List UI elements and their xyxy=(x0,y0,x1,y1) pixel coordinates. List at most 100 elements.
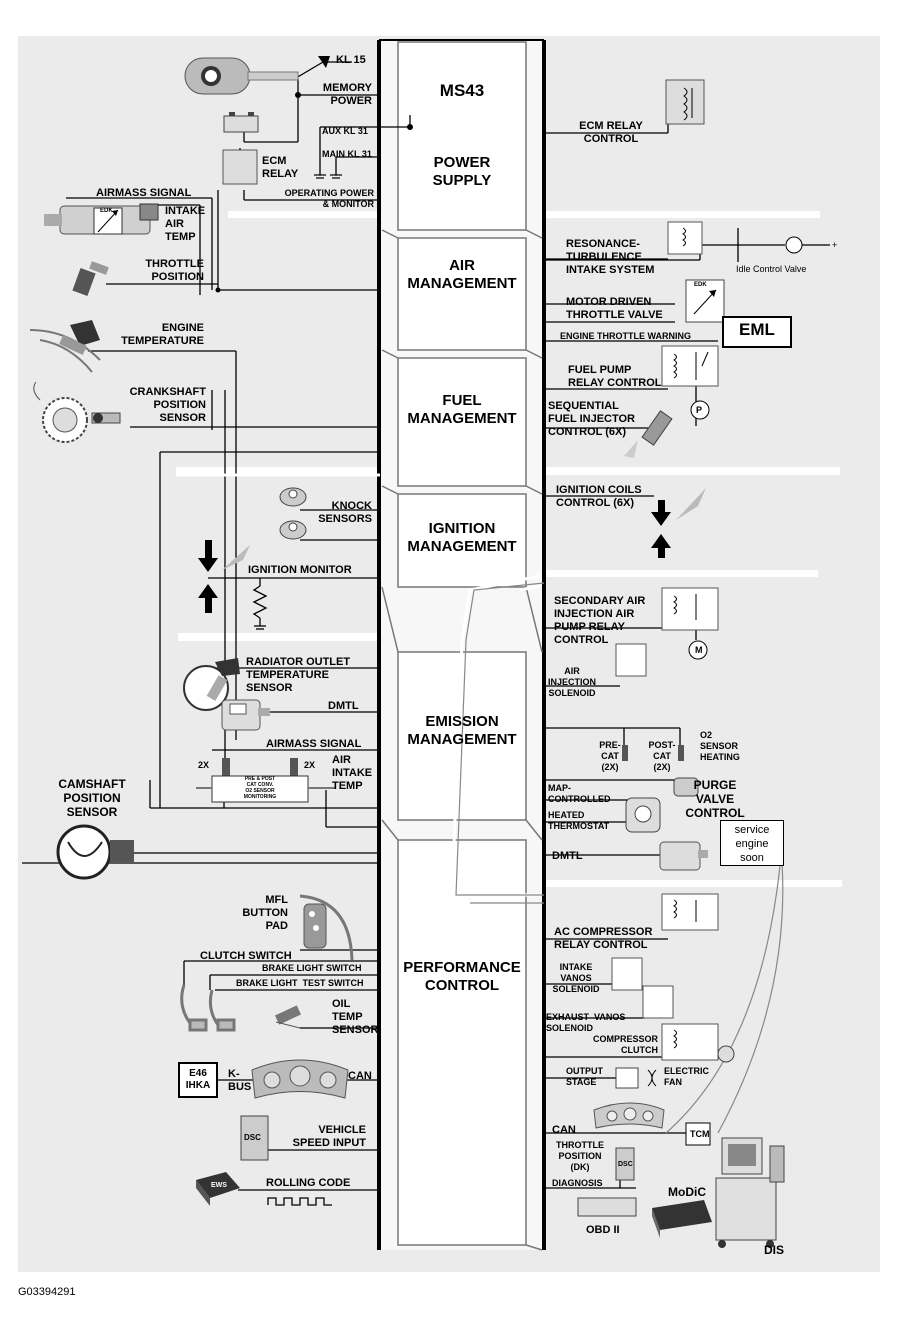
label-dmtl-left: DMTL xyxy=(328,700,359,712)
module-air-management: AIR MANAGEMENT xyxy=(407,257,517,292)
label-fuel-pump-relay: FUEL PUMP RELAY CONTROL xyxy=(568,364,662,389)
fuel-pump-motor xyxy=(690,400,710,420)
label-motor-m: M xyxy=(695,645,703,655)
ews-module-illustration xyxy=(196,1172,240,1206)
label-tcm: TCM xyxy=(690,1129,710,1139)
intake-vanos-box xyxy=(611,957,643,991)
crankshaft-wheel-illustration xyxy=(33,381,121,443)
label-k-bus: K- BUS xyxy=(228,1068,252,1093)
module-ignition-management: IGNITION MANAGEMENT xyxy=(407,520,517,555)
label-compressor-clutch: COMPRESSOR CLUTCH xyxy=(592,1034,658,1055)
injector-illustration xyxy=(624,410,673,458)
compressor-clutch-relay-illustration xyxy=(661,1023,735,1063)
electric-fan-illustration xyxy=(615,1067,657,1089)
radiator-sensor-illustration xyxy=(183,658,240,711)
label-clutch-switch: CLUTCH SWITCH xyxy=(200,950,292,962)
label-airmass-signal: AIRMASS SIGNAL xyxy=(96,187,192,199)
ecm-relay-box xyxy=(222,149,258,185)
label-ignition-monitor: IGNITION MONITOR xyxy=(248,564,352,576)
label-cat-monitoring: PRE & POST CAT CONV. O2 SENSOR MONITORIN… xyxy=(243,776,277,800)
figure-id: G03394291 xyxy=(18,1286,76,1298)
label-ac-compressor: AC COMPRESSOR RELAY CONTROL xyxy=(554,926,653,951)
label-pump-p: P xyxy=(696,405,703,415)
tcm-box xyxy=(685,1122,711,1146)
label-sequential-injector: SEQUENTIAL FUEL INJECTOR CONTROL (6X) xyxy=(548,400,635,438)
label-throttle-position: THROTTLE POSITION xyxy=(145,258,204,283)
module-fuel-management: FUEL MANAGEMENT xyxy=(407,392,517,427)
mfl-steering-wheel-illustration xyxy=(299,894,354,961)
thermostat-illustration xyxy=(625,797,661,833)
label-modic: MoDiC xyxy=(668,1185,706,1199)
obd2-connector xyxy=(577,1197,637,1217)
label-can-left: CAN xyxy=(348,1070,372,1082)
ignition-monitor-arrows xyxy=(198,540,250,613)
label-heated-thermostat: HEATED THERMOSTAT xyxy=(548,810,610,831)
airmass-sensor-illustration xyxy=(44,203,159,235)
right-wires xyxy=(546,102,830,1189)
label-purge-valve: PURGE VALVE CONTROL xyxy=(685,778,745,820)
idle-valve-motor xyxy=(785,236,803,254)
label-radiator-outlet: RADIATOR OUTLET TEMPERATURE SENSOR xyxy=(246,656,351,694)
ignition-key-illustration xyxy=(184,57,299,95)
label-aux-kl31: AUX KL 31 xyxy=(322,126,368,136)
exhaust-vanos-box xyxy=(642,985,674,1019)
label-kl15: KL 15 xyxy=(336,54,366,66)
label-obd2: OBD II xyxy=(586,1224,620,1236)
label-ecm-relay-control: ECM RELAY CONTROL xyxy=(579,120,643,145)
label-ecm-relay: ECM RELAY xyxy=(262,155,299,180)
ecm-column xyxy=(377,39,546,1251)
routing-gray-lines xyxy=(455,582,784,1134)
label-idle-control-valve: Idle Control Valve xyxy=(736,264,807,274)
dsc-module-left xyxy=(240,1115,269,1161)
dmtl-pump-left-illustration xyxy=(221,699,270,731)
ground-symbols xyxy=(314,174,342,179)
label-resonance: RESONANCE- TURBULENCE INTAKE SYSTEM xyxy=(566,238,655,276)
dis-cart-illustration xyxy=(715,1137,785,1248)
label-post-cat: POST- CAT (2X) xyxy=(648,740,676,772)
label-airmass-signal-2: AIRMASS SIGNAL xyxy=(266,738,362,750)
label-air-intake-temp: AIR INTAKE TEMP xyxy=(332,754,373,792)
label-secondary-air: SECONDARY AIR INJECTION AIR PUMP RELAY C… xyxy=(554,595,646,646)
label-brake-light-switch: BRAKE LIGHT SWITCH xyxy=(262,963,362,973)
e46-ihka-box: E46 IHKA xyxy=(178,1062,218,1098)
label-pre-cat: PRE- CAT (2X) xyxy=(599,740,621,772)
label-memory-power: MEMORY POWER xyxy=(322,82,372,107)
module-performance-control: PERFORMANCE CONTROL xyxy=(403,959,521,994)
dmtl-pump-right-illustration xyxy=(659,841,708,871)
label-ews: EWS xyxy=(211,1182,227,1189)
label-knock-sensors: KNOCK SENSORS xyxy=(318,500,372,525)
service-engine-soon-lamp: service engine soon xyxy=(720,820,784,866)
label-edk-left: EDK xyxy=(100,208,113,214)
label-ignition-coils: IGNITION COILS CONTROL (6X) xyxy=(556,484,642,509)
ignition-coil-arrows xyxy=(651,488,706,558)
label-exhaust-vanos: EXHAUST VANOS SOLENOID xyxy=(546,1012,626,1033)
label-crankshaft-sensor: CRANKSHAFT POSITION SENSOR xyxy=(129,386,206,424)
label-operating-power: OPERATING POWER & MONITOR xyxy=(284,188,374,209)
fuel-pump-relay-illustration xyxy=(661,345,719,387)
label-2x-b: 2X xyxy=(304,760,316,770)
label-can-right: CAN xyxy=(552,1124,576,1136)
resonance-relay-illustration xyxy=(667,221,703,255)
pedals-illustration xyxy=(180,984,236,1032)
label-dis: DIS xyxy=(764,1243,785,1257)
knock-sensors-illustration xyxy=(279,487,307,540)
kl15-arrow xyxy=(318,56,330,68)
label-engine-temperature: ENGINE TEMPERATURE xyxy=(121,322,204,347)
label-edk-right: EDK xyxy=(694,282,707,288)
label-o2-heating: O2 SENSOR HEATING xyxy=(700,730,740,762)
label-engine-throttle-warning: ENGINE THROTTLE WARNING xyxy=(560,331,691,341)
label-dmtl-right: DMTL xyxy=(552,850,583,862)
label-plus: + xyxy=(832,240,838,250)
label-vehicle-speed-input: VEHICLE SPEED INPUT xyxy=(292,1124,366,1149)
label-intake-air-temp: INTAKE AIR TEMP xyxy=(165,205,206,243)
secondary-air-relay-illustration xyxy=(661,587,719,631)
label-dsc-right: DSC xyxy=(618,1161,633,1168)
o2-sensors-left-illustration xyxy=(196,758,336,803)
purge-valve-illustration xyxy=(673,777,699,797)
throttle-sensor-illustration xyxy=(72,261,109,297)
battery-illustration xyxy=(223,112,259,133)
air-injection-solenoid-box xyxy=(615,643,647,677)
label-electric-fan: ELECTRIC FAN xyxy=(664,1066,709,1087)
